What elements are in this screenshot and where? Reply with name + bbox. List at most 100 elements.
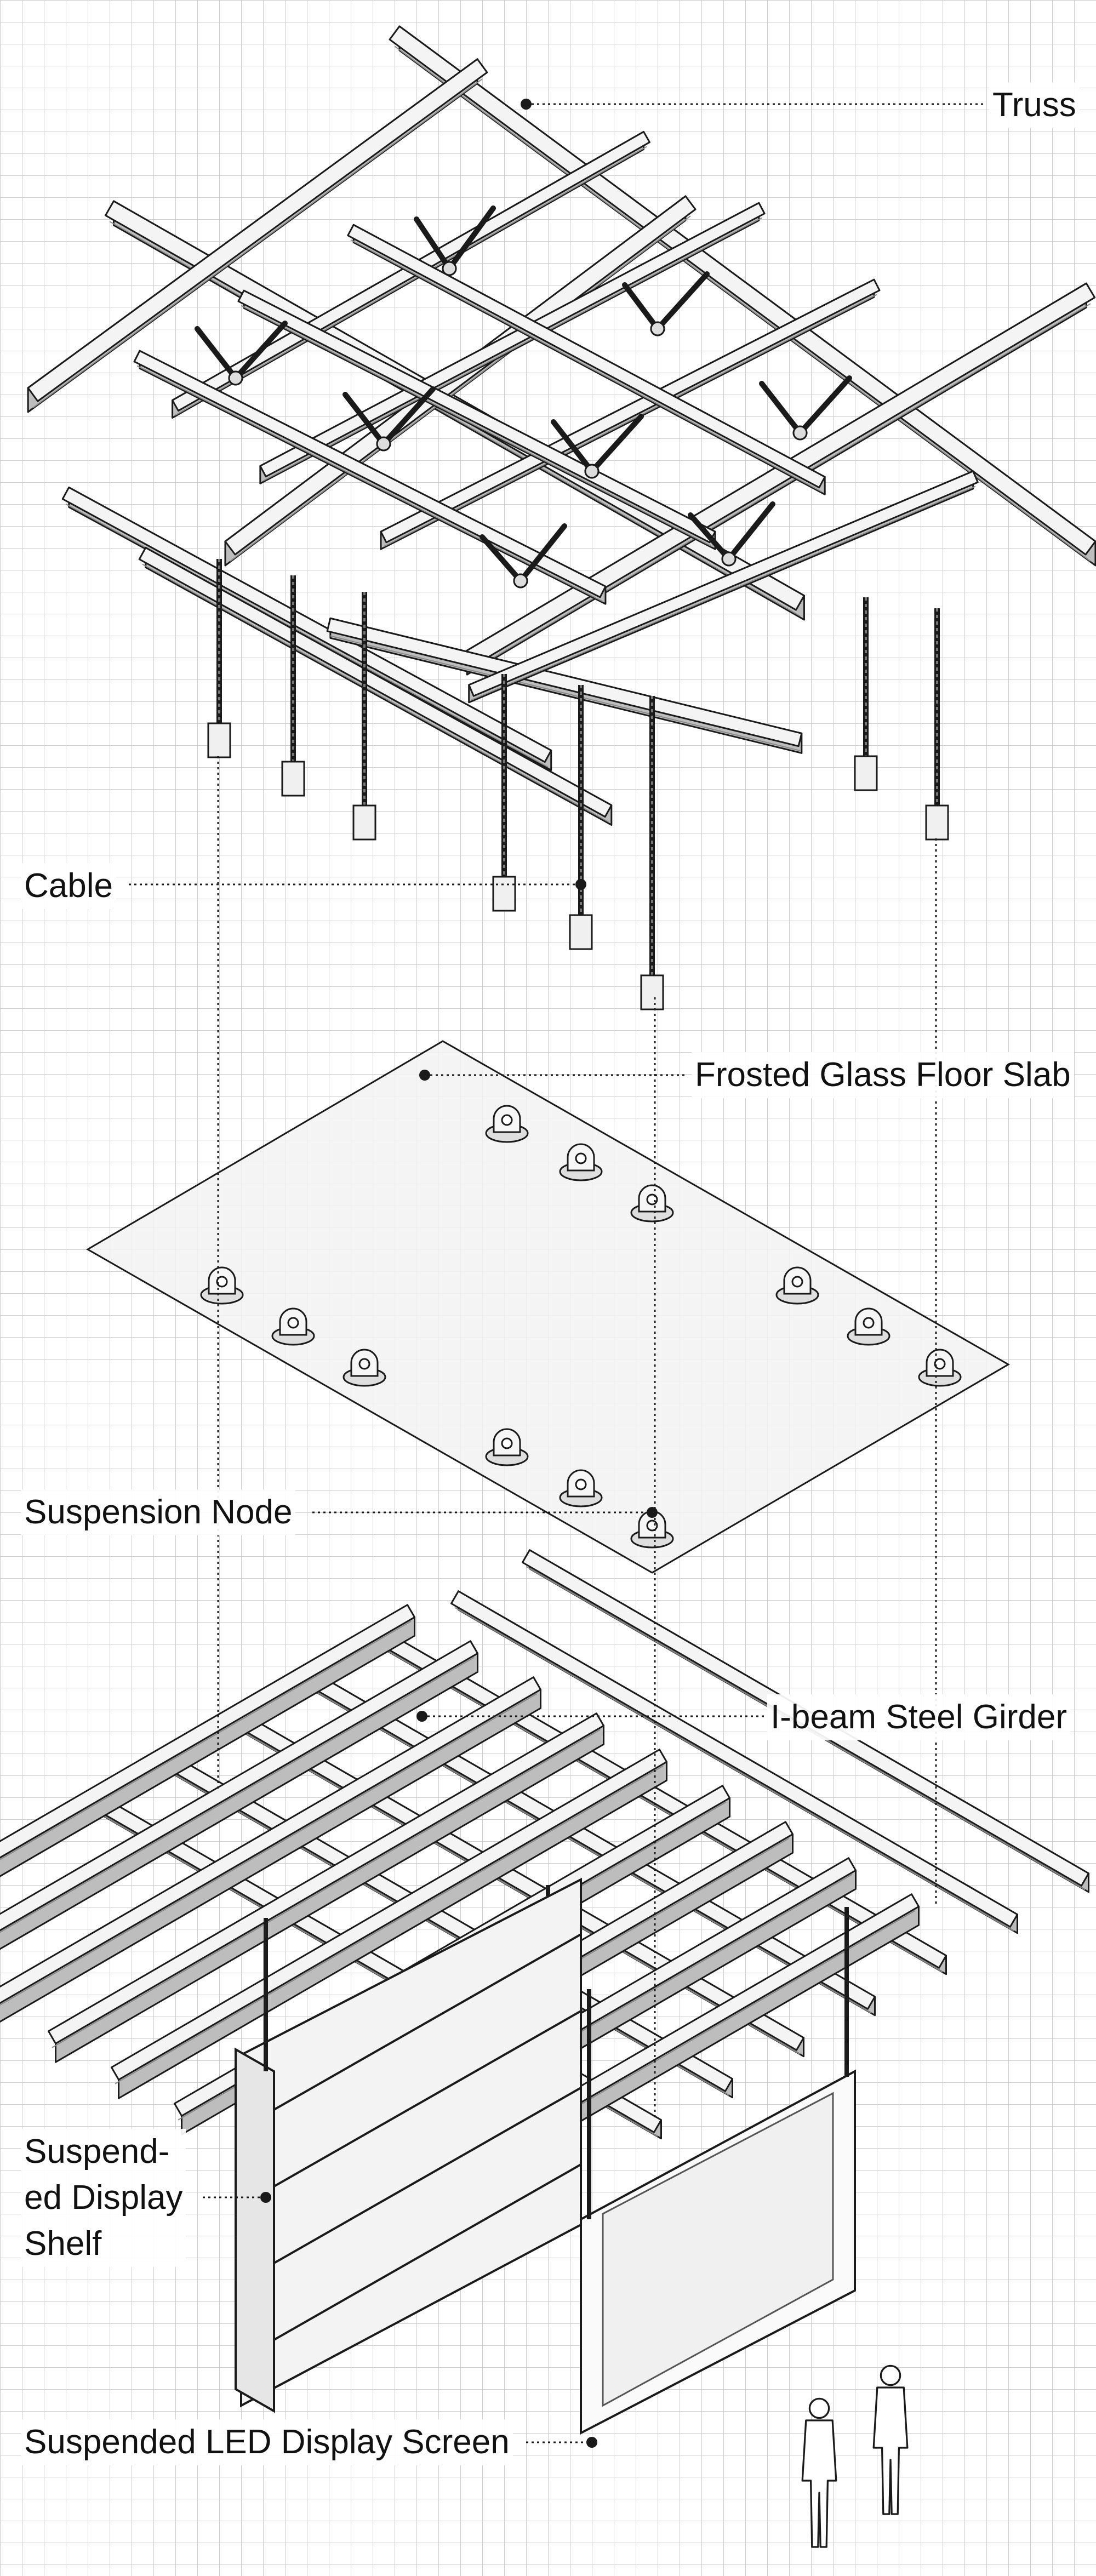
node-hole — [934, 1358, 946, 1370]
person-body — [872, 2386, 909, 2515]
beam-web — [169, 1771, 729, 2096]
beam-top — [468, 470, 979, 697]
beam-top — [259, 202, 766, 478]
beam-top — [347, 224, 826, 489]
node-hole — [863, 1317, 875, 1329]
truss-member-14 — [347, 224, 826, 495]
beam-top — [326, 617, 803, 747]
cable-clamp-2 — [281, 761, 305, 797]
girder-cross-4 — [47, 1712, 605, 2063]
truss-member-8 — [326, 617, 803, 754]
truss-diagonal-8 — [381, 386, 436, 447]
beam-web — [175, 146, 647, 416]
shelf-side — [235, 2047, 275, 2413]
beam-web — [0, 1657, 475, 1933]
truss-gusset — [442, 261, 457, 276]
truss-diagonal-4 — [447, 205, 496, 271]
beam-web — [109, 221, 801, 617]
leader-led-screen-dot — [586, 2437, 597, 2448]
beam-web — [136, 365, 603, 602]
truss-gusset — [584, 464, 600, 479]
leader-cable-dot — [575, 879, 586, 890]
suspension-node-6 — [342, 1349, 386, 1387]
truss-diagonal-7 — [342, 392, 386, 447]
truss-member-5 — [466, 282, 1096, 676]
beam-web — [471, 486, 976, 701]
cable-clamp-1 — [207, 722, 231, 758]
beam-top — [133, 350, 607, 598]
truss-gusset — [721, 551, 737, 567]
truss-diagonal-9 — [551, 419, 595, 474]
label-display-shelf: Suspend- ed Display Shelf — [21, 2129, 186, 2267]
beam-web — [262, 217, 762, 482]
node-hole — [791, 1276, 803, 1288]
shelf-board-2 — [273, 2010, 581, 2187]
node-hole — [575, 1478, 587, 1490]
truss-diagonal-6 — [655, 271, 710, 332]
truss-diagonal-12 — [797, 375, 852, 436]
truss-member-11 — [380, 278, 881, 550]
beam-web — [454, 1607, 1014, 1932]
node-hole — [501, 1437, 513, 1449]
label-i-beam-girder: I-beam Steel Girder — [767, 1694, 1070, 1740]
led-screen-panel — [602, 2092, 834, 2407]
truss-diagonal-2 — [233, 321, 288, 381]
truss-diagonal-15 — [688, 512, 732, 562]
node-hole — [358, 1358, 370, 1370]
truss-diagonal-10 — [589, 414, 644, 474]
beam-top — [389, 25, 1096, 556]
leader-truss-dot — [521, 99, 532, 110]
node-hole — [575, 1152, 587, 1164]
node-hole — [501, 1114, 513, 1126]
truss-member-1 — [389, 25, 1096, 567]
shelf-board-1 — [273, 1933, 581, 2111]
label-shelf-line-1: Suspend- — [24, 2133, 170, 2171]
beam-web — [52, 1729, 601, 2048]
truss-member-10 — [259, 202, 766, 484]
beam-top — [0, 1676, 542, 2004]
girder-cross-1 — [0, 1604, 416, 1877]
cable-clamp-4 — [492, 876, 516, 912]
truss-diagonal-3 — [414, 216, 452, 271]
beam-top — [27, 58, 488, 402]
truss-member-7 — [138, 546, 613, 826]
suspension-node-7 — [775, 1266, 819, 1305]
human-figures — [801, 2364, 909, 2548]
beam-top — [138, 546, 613, 818]
truss-member-13 — [237, 289, 716, 550]
node-hole — [646, 1520, 658, 1532]
beam-web — [383, 294, 877, 547]
frosted-glass-slab — [86, 1040, 1010, 1574]
suspension-node-3 — [630, 1184, 674, 1223]
beam-web — [241, 1730, 801, 2055]
cable-clamp-5 — [569, 914, 593, 950]
beam-web — [115, 1765, 664, 2084]
suspension-node-9 — [918, 1349, 962, 1387]
cable-clamp-8 — [925, 804, 949, 841]
beam-web — [312, 1689, 872, 2014]
truss-gusset — [376, 436, 391, 452]
beam-top — [47, 1712, 605, 2044]
truss-assembly — [27, 25, 1096, 826]
shelf-board-3 — [273, 2087, 581, 2264]
truss-gusset — [792, 425, 808, 441]
suspension-node-4 — [200, 1266, 244, 1305]
leader-display-shelf-dot — [260, 2192, 271, 2203]
truss-diagonal-13 — [480, 534, 523, 584]
label-cable: Cable — [21, 863, 116, 909]
beam-web — [383, 1648, 943, 1973]
label-suspension-node: Suspension Node — [21, 1489, 296, 1535]
girder-long-6 — [450, 1590, 1019, 1934]
truss-diagonal-1 — [195, 326, 238, 381]
suspension-node-2 — [559, 1143, 603, 1181]
beam-web — [32, 78, 483, 409]
leader-lines — [129, 99, 984, 2448]
girder-cross-3 — [0, 1676, 542, 2023]
truss-diagonal-11 — [759, 381, 803, 436]
label-truss: Truss — [989, 82, 1080, 128]
cable-clamp-6 — [640, 974, 664, 1010]
beam-top — [450, 1590, 1019, 1928]
human-silhouette-icon — [872, 2364, 909, 2515]
